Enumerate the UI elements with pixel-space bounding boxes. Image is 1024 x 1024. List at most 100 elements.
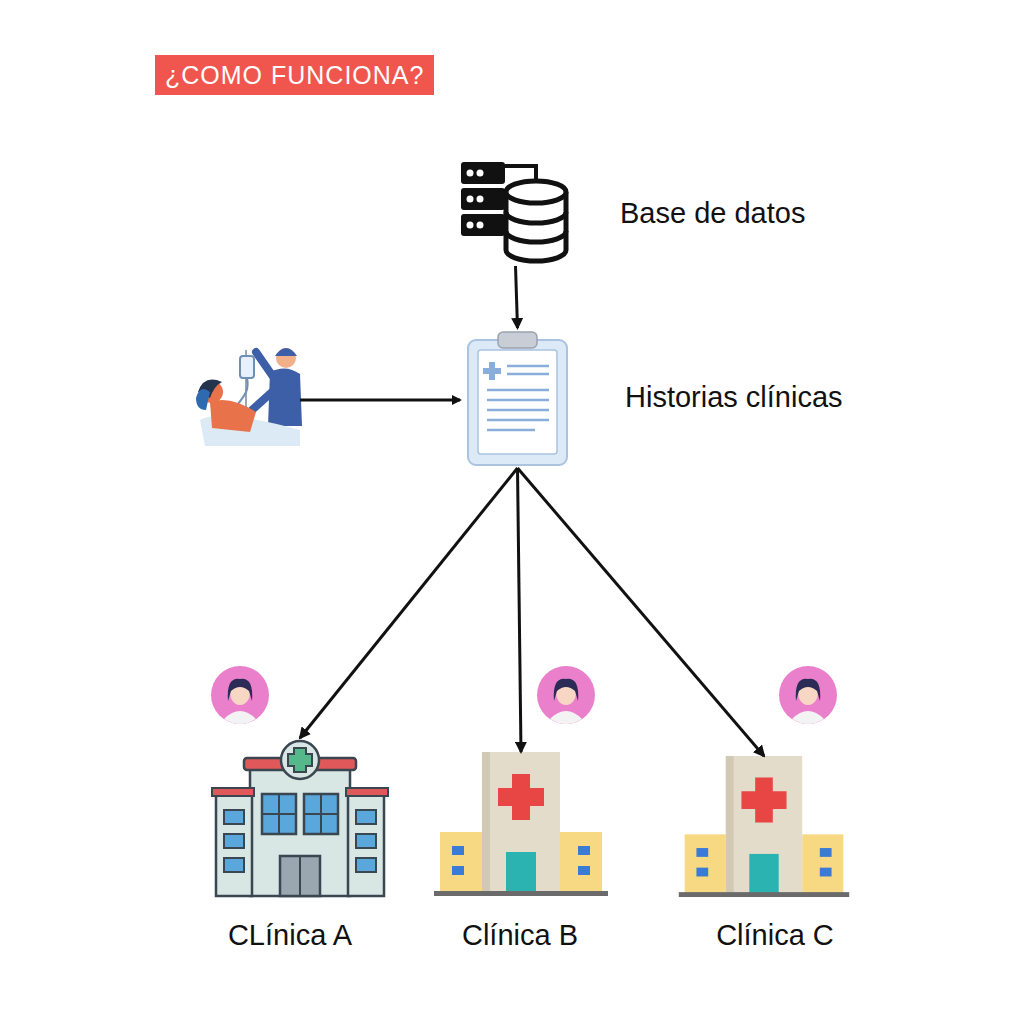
- node-label: CLínica A: [228, 918, 352, 952]
- hospital-icon-part: [434, 891, 608, 896]
- clipboard-icon-part: [487, 389, 549, 392]
- hospital-icon-part: [482, 752, 560, 892]
- flow-arrow: [300, 468, 518, 738]
- database-icon-part: [477, 170, 484, 177]
- hospital-icon-part: [262, 794, 296, 834]
- user-avatar: [779, 666, 837, 724]
- hospital-icon-part: [452, 866, 464, 875]
- hospital-icon-part: [482, 752, 490, 892]
- clinic-node: Clínica B: [440, 752, 602, 897]
- user-avatar: [537, 666, 595, 724]
- hospital-icon: [440, 752, 602, 897]
- database-icon-part: [461, 214, 505, 236]
- hospital-icon-part: [560, 832, 602, 892]
- database-icon-part: [506, 181, 566, 203]
- hospital-icon-part: [726, 756, 802, 893]
- clinic-node: Clínica C: [683, 756, 845, 898]
- clipboard-icon-part: [487, 399, 549, 402]
- hospital-icon-part: [356, 810, 376, 824]
- flow-arrow: [518, 468, 522, 752]
- clipboard-icon-part: [507, 373, 549, 376]
- patient-doctor-illustration-part: [210, 400, 256, 432]
- patient-doctor-illustration-part: [238, 378, 248, 404]
- hospital-icon-part: [820, 848, 832, 857]
- node-label: Clínica C: [716, 918, 834, 952]
- user-avatar-part: [228, 679, 253, 701]
- clipboard-icon-part: [487, 419, 549, 422]
- hospital-icon-part: [679, 892, 849, 897]
- hospital-icon-part: [506, 852, 536, 892]
- hospital-icon-part: [281, 741, 319, 779]
- hospital-icon-part: [356, 834, 376, 848]
- database-node: Base de datos: [458, 158, 573, 266]
- database-icon-part: [461, 162, 505, 184]
- database-icon-part: [506, 212, 566, 223]
- database-icon-part: [467, 222, 474, 229]
- hospital-icon-part: [696, 848, 708, 857]
- node-label: Clínica B: [462, 918, 578, 952]
- hospital-icon: [683, 756, 845, 898]
- clipboard-icon-part: [498, 332, 537, 348]
- clipboard-icon-part: [478, 350, 557, 454]
- hospital-icon-part: [498, 774, 544, 820]
- node-label: Historias clínicas: [625, 380, 843, 414]
- user-avatar-part: [537, 666, 595, 724]
- patient-doctor-illustration-part: [252, 392, 272, 410]
- patient-doctor-illustration-part: [275, 348, 297, 356]
- hospital-icon-part: [749, 854, 778, 893]
- flow-arrow: [516, 266, 518, 328]
- patient-doctor-illustration-part: [256, 352, 274, 378]
- hospital-icon-part: [304, 794, 338, 834]
- hospital-icon-part: [224, 858, 244, 872]
- flow-arrow: [518, 468, 765, 756]
- hospital-icon-part: [288, 748, 312, 772]
- hospital-icon-part: [280, 856, 320, 896]
- hospital-icon-part: [696, 868, 708, 877]
- hospital-icon-part: [820, 868, 832, 877]
- hospital-icon-part: [726, 756, 734, 893]
- hospital-icon-part: [224, 834, 244, 848]
- hospital-icon-part: [741, 778, 786, 823]
- hospital-icon-part: [212, 788, 254, 796]
- title-heading: ¿COMO FUNCIONA?: [155, 55, 434, 95]
- clipboard-icon: [465, 328, 570, 468]
- database-icon-part: [467, 196, 474, 203]
- input-arrow: [300, 399, 460, 402]
- hospital-icon-part: [224, 810, 244, 824]
- hospital-icon-part: [452, 846, 464, 855]
- clinic-node: CLínica A: [210, 738, 390, 900]
- user-avatar-part: [554, 679, 579, 701]
- hospital-icon-part: [304, 813, 338, 815]
- user-avatar-part: [211, 666, 269, 724]
- user-avatar-part: [796, 679, 821, 701]
- node-label: Base de datos: [620, 196, 805, 230]
- database-icon-part: [477, 222, 484, 229]
- record-node: Historias clínicas: [465, 328, 570, 468]
- hospital-icon-part: [216, 794, 252, 896]
- hospital-icon-part: [578, 846, 590, 855]
- clipboard-icon-part: [487, 429, 535, 432]
- user-avatar-part: [779, 666, 837, 724]
- clipboard-icon-part: [483, 368, 501, 374]
- patient-doctor-illustration-part: [276, 348, 296, 368]
- hospital-icon-part: [262, 813, 296, 815]
- hospital-icon-part: [440, 832, 482, 892]
- clipboard-icon-part: [487, 409, 549, 412]
- database-icon-part: [477, 196, 484, 203]
- hospital-icon: [210, 738, 390, 900]
- hospital-icon-part: [348, 794, 384, 896]
- database-icon-part: [467, 170, 474, 177]
- database-icon: [458, 158, 573, 266]
- user-avatar-part: [550, 711, 582, 724]
- hospital-icon-part: [346, 788, 388, 796]
- database-icon-part: [461, 188, 505, 210]
- user-avatar-part: [224, 711, 256, 724]
- user-avatar: [211, 666, 269, 724]
- hospital-icon-part: [802, 834, 843, 893]
- hospital-icon-part: [685, 834, 726, 893]
- database-icon-part: [505, 166, 536, 180]
- clipboard-icon-part: [507, 365, 549, 368]
- hospital-icon-part: [356, 858, 376, 872]
